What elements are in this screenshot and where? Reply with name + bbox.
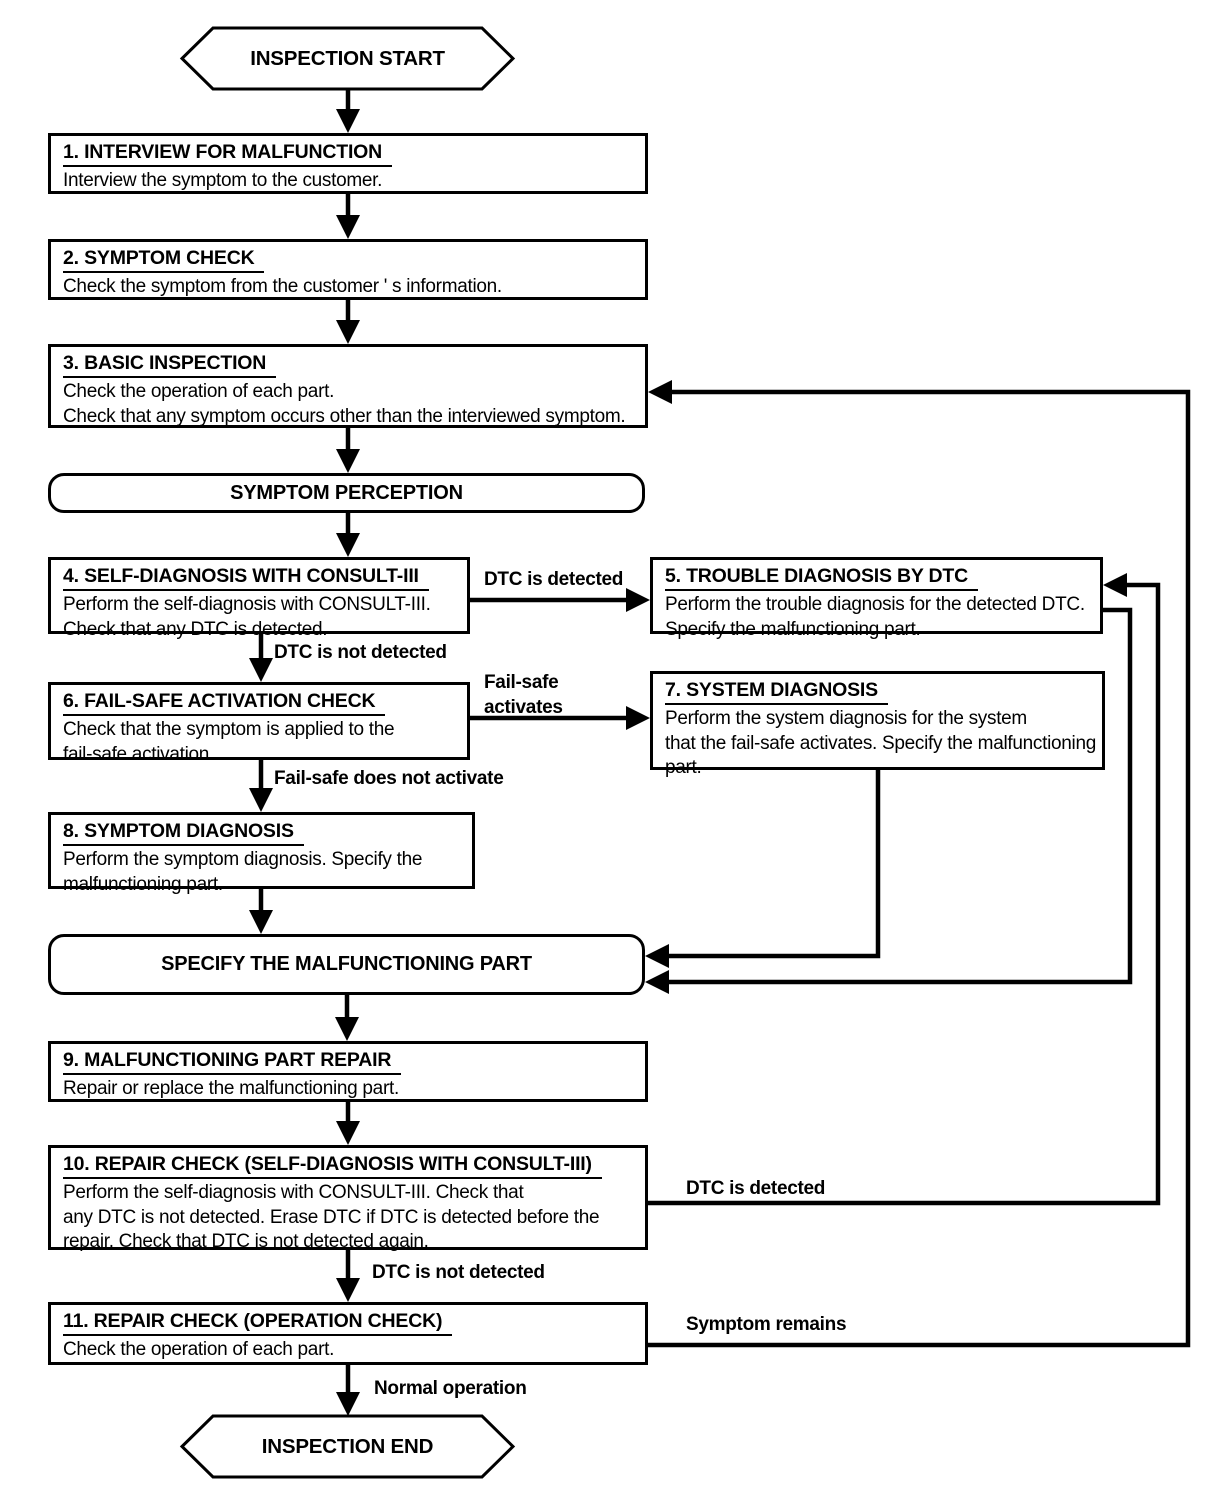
step-7-text: that the fail-safe activates. Specify th…	[665, 732, 1096, 754]
edge-label-normal-operation: Normal operation	[374, 1378, 527, 1399]
step-6-box: 6. FAIL-SAFE ACTIVATION CHECK Check that…	[48, 682, 470, 765]
arrowhead-into-step8	[249, 788, 273, 812]
step-3-text: Check the operation of each part.	[63, 381, 335, 402]
arrowhead-into-symptom-perception	[336, 449, 360, 473]
arrowhead-into-step11	[336, 1278, 360, 1302]
step-8-title: 8. SYMPTOM DIAGNOSIS	[63, 820, 304, 846]
step-5-text: Perform the trouble diagnosis for the de…	[665, 594, 1085, 615]
edge-label-dtc-detected-bottom: DTC is detected	[686, 1178, 826, 1199]
step-11-text: Check the operation of each part.	[63, 1339, 335, 1360]
start-hexagon	[179, 26, 516, 91]
step-9-box: 9. MALFUNCTIONING PART REPAIR Repair or …	[48, 1041, 648, 1102]
step-11-box: 11. REPAIR CHECK (OPERATION CHECK) Check…	[48, 1302, 648, 1365]
step-4-text: Perform the self-diagnosis with CONSULT-…	[63, 594, 431, 615]
start-terminal-label: INSPECTION START	[250, 46, 445, 70]
arrowhead-into-end	[336, 1392, 360, 1416]
step-6-text: Check that the symptom is applied to the	[63, 719, 395, 740]
step-10-text: repair. Check that DTC is not detected a…	[63, 1231, 429, 1252]
step-7-text: Perform the system diagnosis for the sys…	[665, 708, 1027, 729]
step-6-text: fail-safe activation.	[63, 743, 215, 765]
step-3-box: 3. BASIC INSPECTION Check the operation …	[48, 344, 648, 428]
arrowhead-into-step9	[335, 1017, 359, 1041]
step-11-title: 11. REPAIR CHECK (OPERATION CHECK)	[63, 1310, 453, 1336]
arrowhead-into-step1	[336, 109, 360, 133]
step-10-title: 10. REPAIR CHECK (SELF-DIAGNOSIS WITH CO…	[63, 1153, 602, 1179]
arrow-step10-to-step5-feedback	[648, 582, 1161, 1206]
arrowhead-feedback-into-step3	[648, 380, 672, 404]
edge-label-activates: activates	[484, 697, 563, 718]
step-10-box: 10. REPAIR CHECK (SELF-DIAGNOSIS WITH CO…	[48, 1145, 648, 1252]
step-3-text: Check that any symptom occurs other than…	[63, 405, 626, 427]
step-1-text: Interview the symptom to the customer.	[63, 170, 383, 191]
step-5-text: Specify the malfunctioning part.	[665, 618, 921, 640]
step-1-title: 1. INTERVIEW FOR MALFUNCTION	[63, 141, 393, 167]
arrow-step5-to-specify	[669, 607, 1133, 985]
edge-label-dtc-detected-top: DTC is detected	[484, 569, 624, 590]
step-4-text: Check that any DTC is detected.	[63, 618, 328, 640]
step-10-text: any DTC is not detected. Erase DTC if DT…	[63, 1206, 600, 1228]
edge-label-fail-safe: Fail-safe	[484, 672, 559, 693]
symptom-perception-terminal: SYMPTOM PERCEPTION	[48, 473, 645, 513]
step-1-box: 1. INTERVIEW FOR MALFUNCTION Interview t…	[48, 133, 648, 194]
arrowhead-into-step2	[336, 215, 360, 239]
step-8-box: 8. SYMPTOM DIAGNOSIS Perform the symptom…	[48, 812, 475, 895]
step-9-title: 9. MALFUNCTIONING PART REPAIR	[63, 1049, 402, 1075]
step-8-text: Perform the symptom diagnosis. Specify t…	[63, 849, 423, 870]
arrowhead-into-step4	[336, 533, 360, 557]
step-10-text: Perform the self-diagnosis with CONSULT-…	[63, 1182, 524, 1203]
arrowhead-step7-into-specify	[645, 944, 669, 968]
step-9-text: Repair or replace the malfunctioning par…	[63, 1078, 399, 1099]
step-5-box: 5. TROUBLE DIAGNOSIS BY DTC Perform the …	[650, 557, 1103, 640]
end-hexagon	[179, 1414, 516, 1479]
edge-label-dtc-not-detected-top: DTC is not detected	[274, 642, 447, 663]
step-5-title: 5. TROUBLE DIAGNOSIS BY DTC	[665, 565, 979, 591]
arrowhead-into-step6	[249, 658, 273, 682]
step-2-box: 2. SYMPTOM CHECK Check the symptom from …	[48, 239, 648, 300]
arrow-step11-to-step3-feedback	[648, 389, 1191, 1348]
specify-terminal: SPECIFY THE MALFUNCTIONING PART	[48, 934, 645, 995]
edge-label-dtc-not-detected-bottom: DTC is not detected	[372, 1262, 545, 1283]
arrowhead-into-step7	[626, 706, 650, 730]
arrowhead-into-specify-top	[249, 910, 273, 934]
edge-label-fail-safe-not: Fail-safe does not activate	[274, 768, 504, 789]
arrowhead-into-step10	[336, 1121, 360, 1145]
step-4-title: 4. SELF-DIAGNOSIS WITH CONSULT-III	[63, 565, 429, 591]
step-2-text: Check the symptom from the customer ' s …	[63, 276, 502, 297]
arrowhead-into-step5	[626, 588, 650, 612]
step-7-box: 7. SYSTEM DIAGNOSIS Perform the system d…	[650, 671, 1105, 778]
arrowhead-into-step3	[336, 320, 360, 344]
step-7-title: 7. SYSTEM DIAGNOSIS	[665, 679, 888, 705]
edge-label-symptom-remains: Symptom remains	[686, 1314, 847, 1335]
step-3-title: 3. BASIC INSPECTION	[63, 352, 277, 378]
arrowhead-step5-into-specify	[645, 970, 669, 994]
end-terminal-label: INSPECTION END	[261, 1434, 434, 1458]
step-4-box: 4. SELF-DIAGNOSIS WITH CONSULT-III Perfo…	[48, 557, 470, 640]
step-6-title: 6. FAIL-SAFE ACTIVATION CHECK	[63, 690, 386, 716]
step-7-text: part.	[665, 757, 702, 778]
arrowhead-feedback-into-step5	[1103, 573, 1127, 597]
step-2-title: 2. SYMPTOM CHECK	[63, 247, 265, 273]
step-8-text: malfunctioning part.	[63, 873, 223, 895]
arrow-step7-to-specify	[669, 770, 881, 959]
